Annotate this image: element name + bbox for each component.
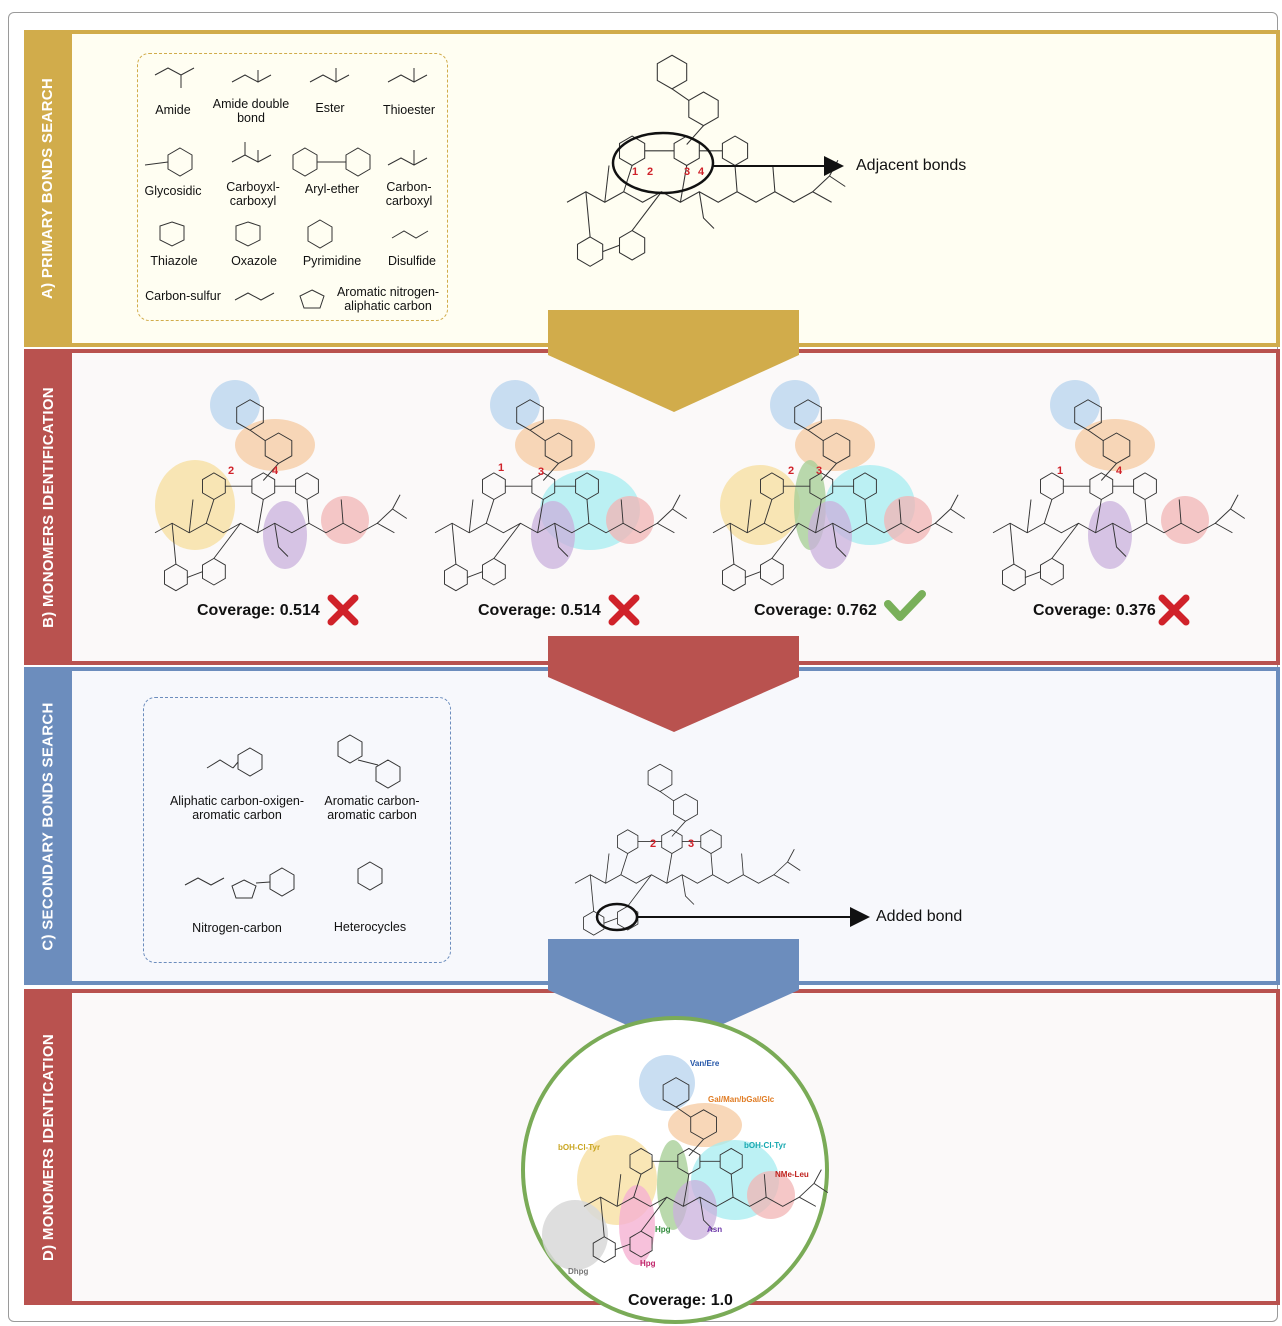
candidate-4-coverage: Coverage: 0.376 — [1033, 602, 1156, 619]
panel-d-title-bar: D) MONOMERS IDENTICATION — [24, 989, 72, 1305]
candidate-2-number: 3 — [538, 466, 545, 478]
bond-label-pyrimidine: Pyrimidine — [302, 254, 362, 268]
bond-number: 3 — [684, 166, 691, 178]
candidate-4-number: 4 — [1116, 465, 1123, 477]
chevron-down-icon — [548, 636, 799, 732]
panel-b-title-bar: B) MONOMERS IDENTIFICATION — [24, 349, 72, 665]
panel-c-title-bar: C) SECONDARY BONDS SEARCH — [24, 667, 72, 985]
c-bond-number: 3 — [688, 838, 695, 850]
final-monomer-regions — [542, 1055, 795, 1270]
candidate-4-number: 1 — [1057, 465, 1064, 477]
primary-bonds-legend — [137, 53, 448, 321]
bond-number: 1 — [632, 166, 639, 178]
primary-bond-glyphs — [144, 67, 429, 309]
bond-label-thioester: Thioester — [382, 103, 436, 117]
panel-a-title-bar: A) PRIMARY BONDS SEARCH — [24, 30, 72, 347]
monomer-label-dhpg: Dhpg — [568, 1267, 589, 1276]
check-icon — [884, 590, 926, 621]
bond-number: 4 — [698, 166, 705, 178]
added-bond-label: Added bond — [876, 908, 963, 925]
adjacent-ellipse — [611, 131, 715, 195]
bond-label-ester: Ester — [315, 101, 345, 115]
secondary-label-aromatic: Aromatic carbon-aromatic carbon — [324, 794, 420, 822]
bond-label-oxazole: Oxazole — [231, 254, 277, 268]
bond-label-thiazole: Thiazole — [150, 254, 198, 268]
bond-label-carbon-sulfur: Carbon-sulfur — [145, 289, 221, 303]
candidate-1-coverage: Coverage: 0.514 — [197, 602, 320, 619]
candidate-2-graphic — [434, 380, 688, 592]
cross-icon — [608, 594, 640, 626]
monomer-label-tyr2: bOH-Cl-Tyr — [744, 1141, 787, 1150]
secondary-bond-glyphs — [184, 734, 401, 899]
chevron-down-icon — [548, 310, 799, 412]
bond-label-carbon-carboxyl: Carbon-carboxyl — [385, 180, 433, 208]
bond-label-amide-double: Amide double bond — [212, 97, 290, 125]
bond-label-amide: Amide — [155, 103, 191, 117]
monomer-label-hpg1: Hpg — [655, 1225, 671, 1234]
adjacent-bonds-label: Adjacent bonds — [856, 157, 967, 174]
candidate-1-graphic — [154, 380, 408, 592]
candidate-1-number: 4 — [272, 465, 279, 477]
bond-number: 2 — [647, 166, 654, 178]
molecule-a — [566, 54, 846, 267]
bond-label-glycosidic: Glycosidic — [144, 184, 202, 198]
candidate-2-number: 1 — [498, 462, 505, 474]
c-bond-number: 2 — [650, 838, 657, 850]
monomer-label-tyr1: bOH-Cl-Tyr — [558, 1143, 601, 1152]
secondary-bonds-legend — [143, 697, 451, 963]
secondary-label-heterocycles: Heterocycles — [333, 920, 407, 934]
candidate-3-graphic — [712, 380, 966, 592]
bond-label-disulfide: Disulfide — [388, 254, 436, 268]
candidate-3-number: 2 — [788, 465, 795, 477]
candidate-3-coverage: Coverage: 0.762 — [754, 602, 877, 619]
secondary-label-nitrogen-carbon: Nitrogen-carbon — [192, 921, 282, 935]
bond-label-aromatic-nitrogen: Aromatic nitrogen-aliphatic carbon — [336, 285, 440, 313]
candidate-1-number: 2 — [228, 465, 235, 477]
chevron-down-icon — [548, 939, 799, 1046]
monomer-label-asn: Asn — [707, 1225, 723, 1234]
monomer-label-hpg2: Hpg — [640, 1259, 656, 1268]
candidate-3-number: 3 — [816, 465, 823, 477]
bond-label-aryl-ether: Aryl-ether — [304, 182, 360, 196]
secondary-label-aliphatic: Aliphatic carbon-oxigen-aromatic carbon — [169, 794, 305, 822]
cross-icon — [1158, 594, 1190, 626]
candidate-2-coverage: Coverage: 0.514 — [478, 602, 601, 619]
monomer-label-gal: Gal/Man/bGal/Glc — [708, 1095, 775, 1104]
cross-icon — [327, 594, 359, 626]
bond-label-carboxyl-carboxyl: Carboyxl-carboxyl — [226, 180, 280, 208]
candidate-4-graphic — [992, 380, 1246, 592]
monomer-label-leu: NMe-Leu — [775, 1170, 809, 1179]
monomer-label-van: Van/Ere — [690, 1059, 720, 1068]
final-coverage: Coverage: 1.0 — [628, 1292, 733, 1309]
